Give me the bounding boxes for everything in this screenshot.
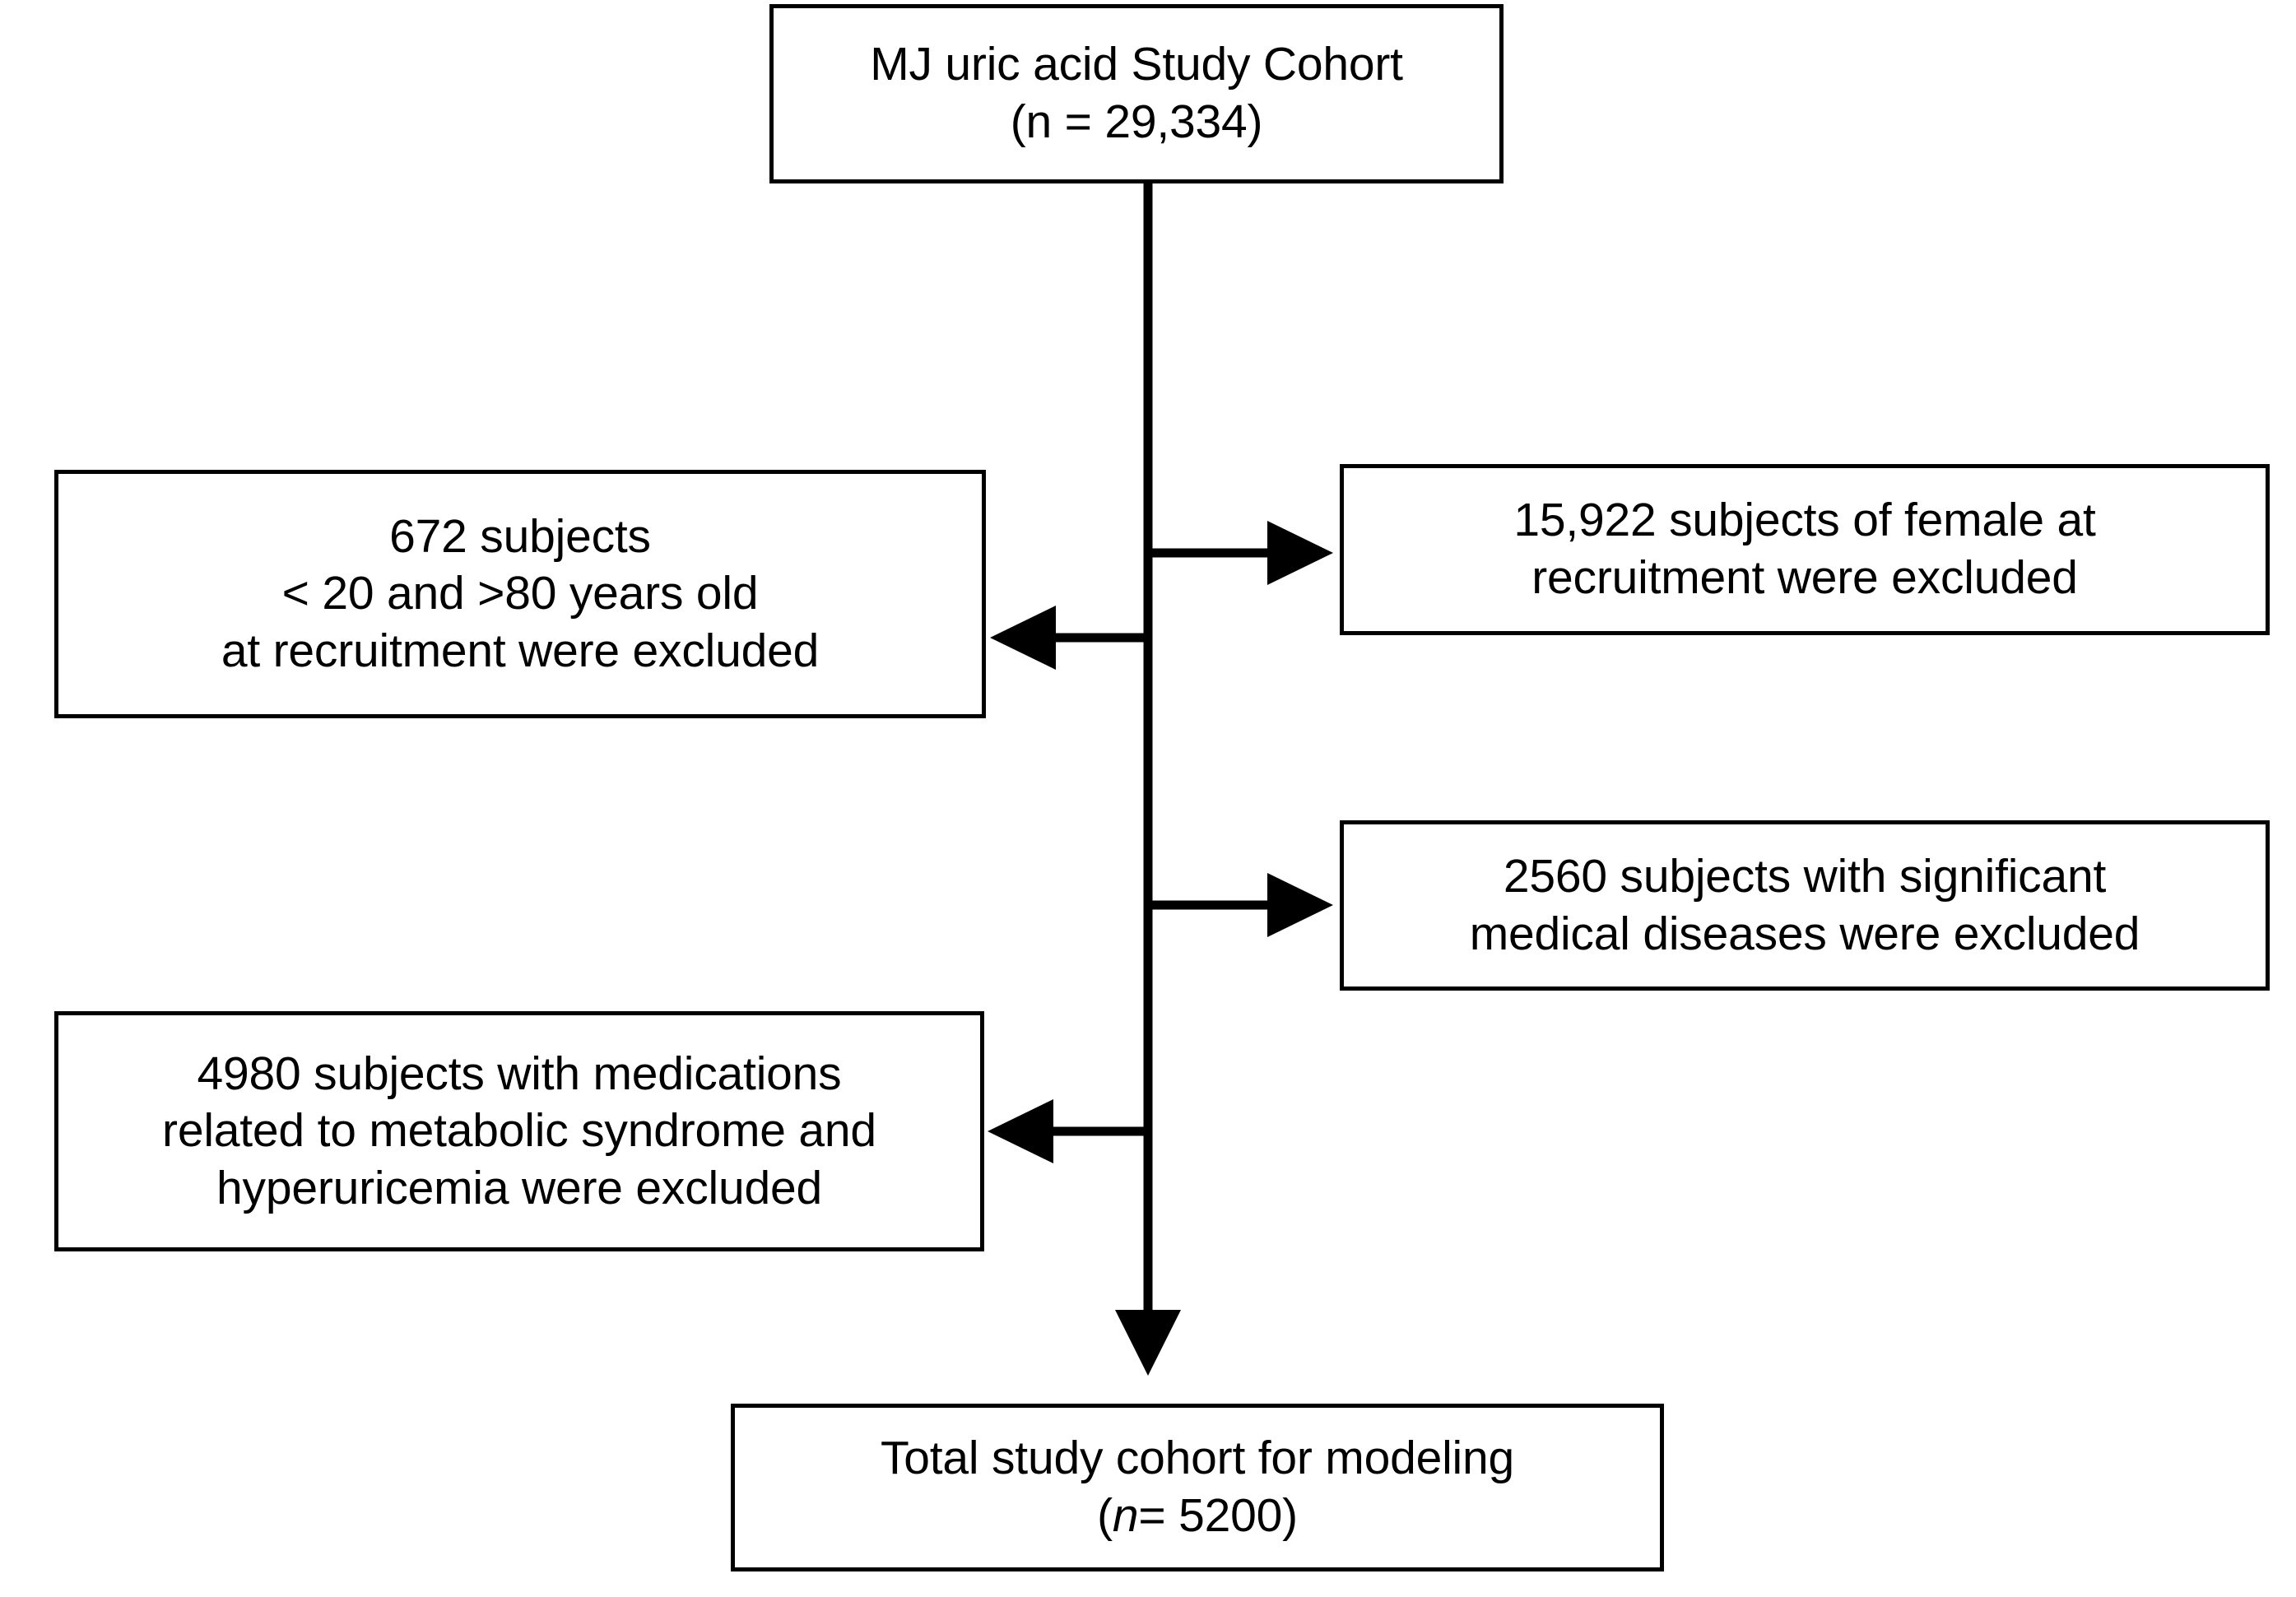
connector-left-2-arrowhead <box>988 1099 1053 1163</box>
node-age-exclusion-line-1: 672 subjects <box>389 509 651 563</box>
node-study-cohort-line-1: MJ uric acid Study Cohort <box>870 38 1403 91</box>
node-total-study-cohort-line-2: (n= 5200) <box>735 1488 1660 1545</box>
node-total-study-cohort-line-1: Total study cohort for modeling <box>880 1432 1515 1485</box>
node-medical-disease-exclusion-line-2: medical diseases were excluded <box>1469 907 2140 960</box>
node-total-study-cohort-paren-open: ( <box>1097 1489 1113 1542</box>
connector-spine-arrowhead <box>1115 1310 1181 1376</box>
connector-right-2-arrowhead <box>1267 873 1333 937</box>
node-female-exclusion: 15,922 subjects of female at recruitment… <box>1340 464 2270 635</box>
node-female-exclusion-line-1: 15,922 subjects of female at <box>1513 494 2096 547</box>
node-medication-exclusion: 4980 subjects with medications related t… <box>54 1011 984 1251</box>
node-total-study-cohort: Total study cohort for modeling (n= 5200… <box>731 1404 1664 1571</box>
node-medication-exclusion-line-1: 4980 subjects with medications <box>197 1047 842 1100</box>
node-female-exclusion-line-2: recruitment were excluded <box>1531 551 2078 604</box>
node-total-study-cohort-italic-n: n <box>1112 1489 1139 1542</box>
node-medical-disease-exclusion-line-1: 2560 subjects with significant <box>1503 849 2107 903</box>
node-study-cohort: MJ uric acid Study Cohort (n = 29,334) <box>769 4 1504 183</box>
node-age-exclusion-line-2: < 20 and >80 years old <box>281 567 759 620</box>
node-study-cohort-line-2: (n = 29,334) <box>1010 95 1263 148</box>
node-age-exclusion-line-3: at recruitment were excluded <box>221 624 820 677</box>
connector-left-1-arrowhead <box>990 606 1056 670</box>
connector-right-1-arrowhead <box>1267 521 1333 585</box>
node-medication-exclusion-line-3: hyperuricemia were excluded <box>216 1161 822 1214</box>
node-total-study-cohort-value: = 5200) <box>1138 1489 1298 1542</box>
node-age-exclusion: 672 subjects < 20 and >80 years old at r… <box>54 470 986 718</box>
node-medication-exclusion-line-2: related to metabolic syndrome and <box>162 1104 876 1158</box>
node-medical-disease-exclusion: 2560 subjects with significant medical d… <box>1340 820 2270 991</box>
